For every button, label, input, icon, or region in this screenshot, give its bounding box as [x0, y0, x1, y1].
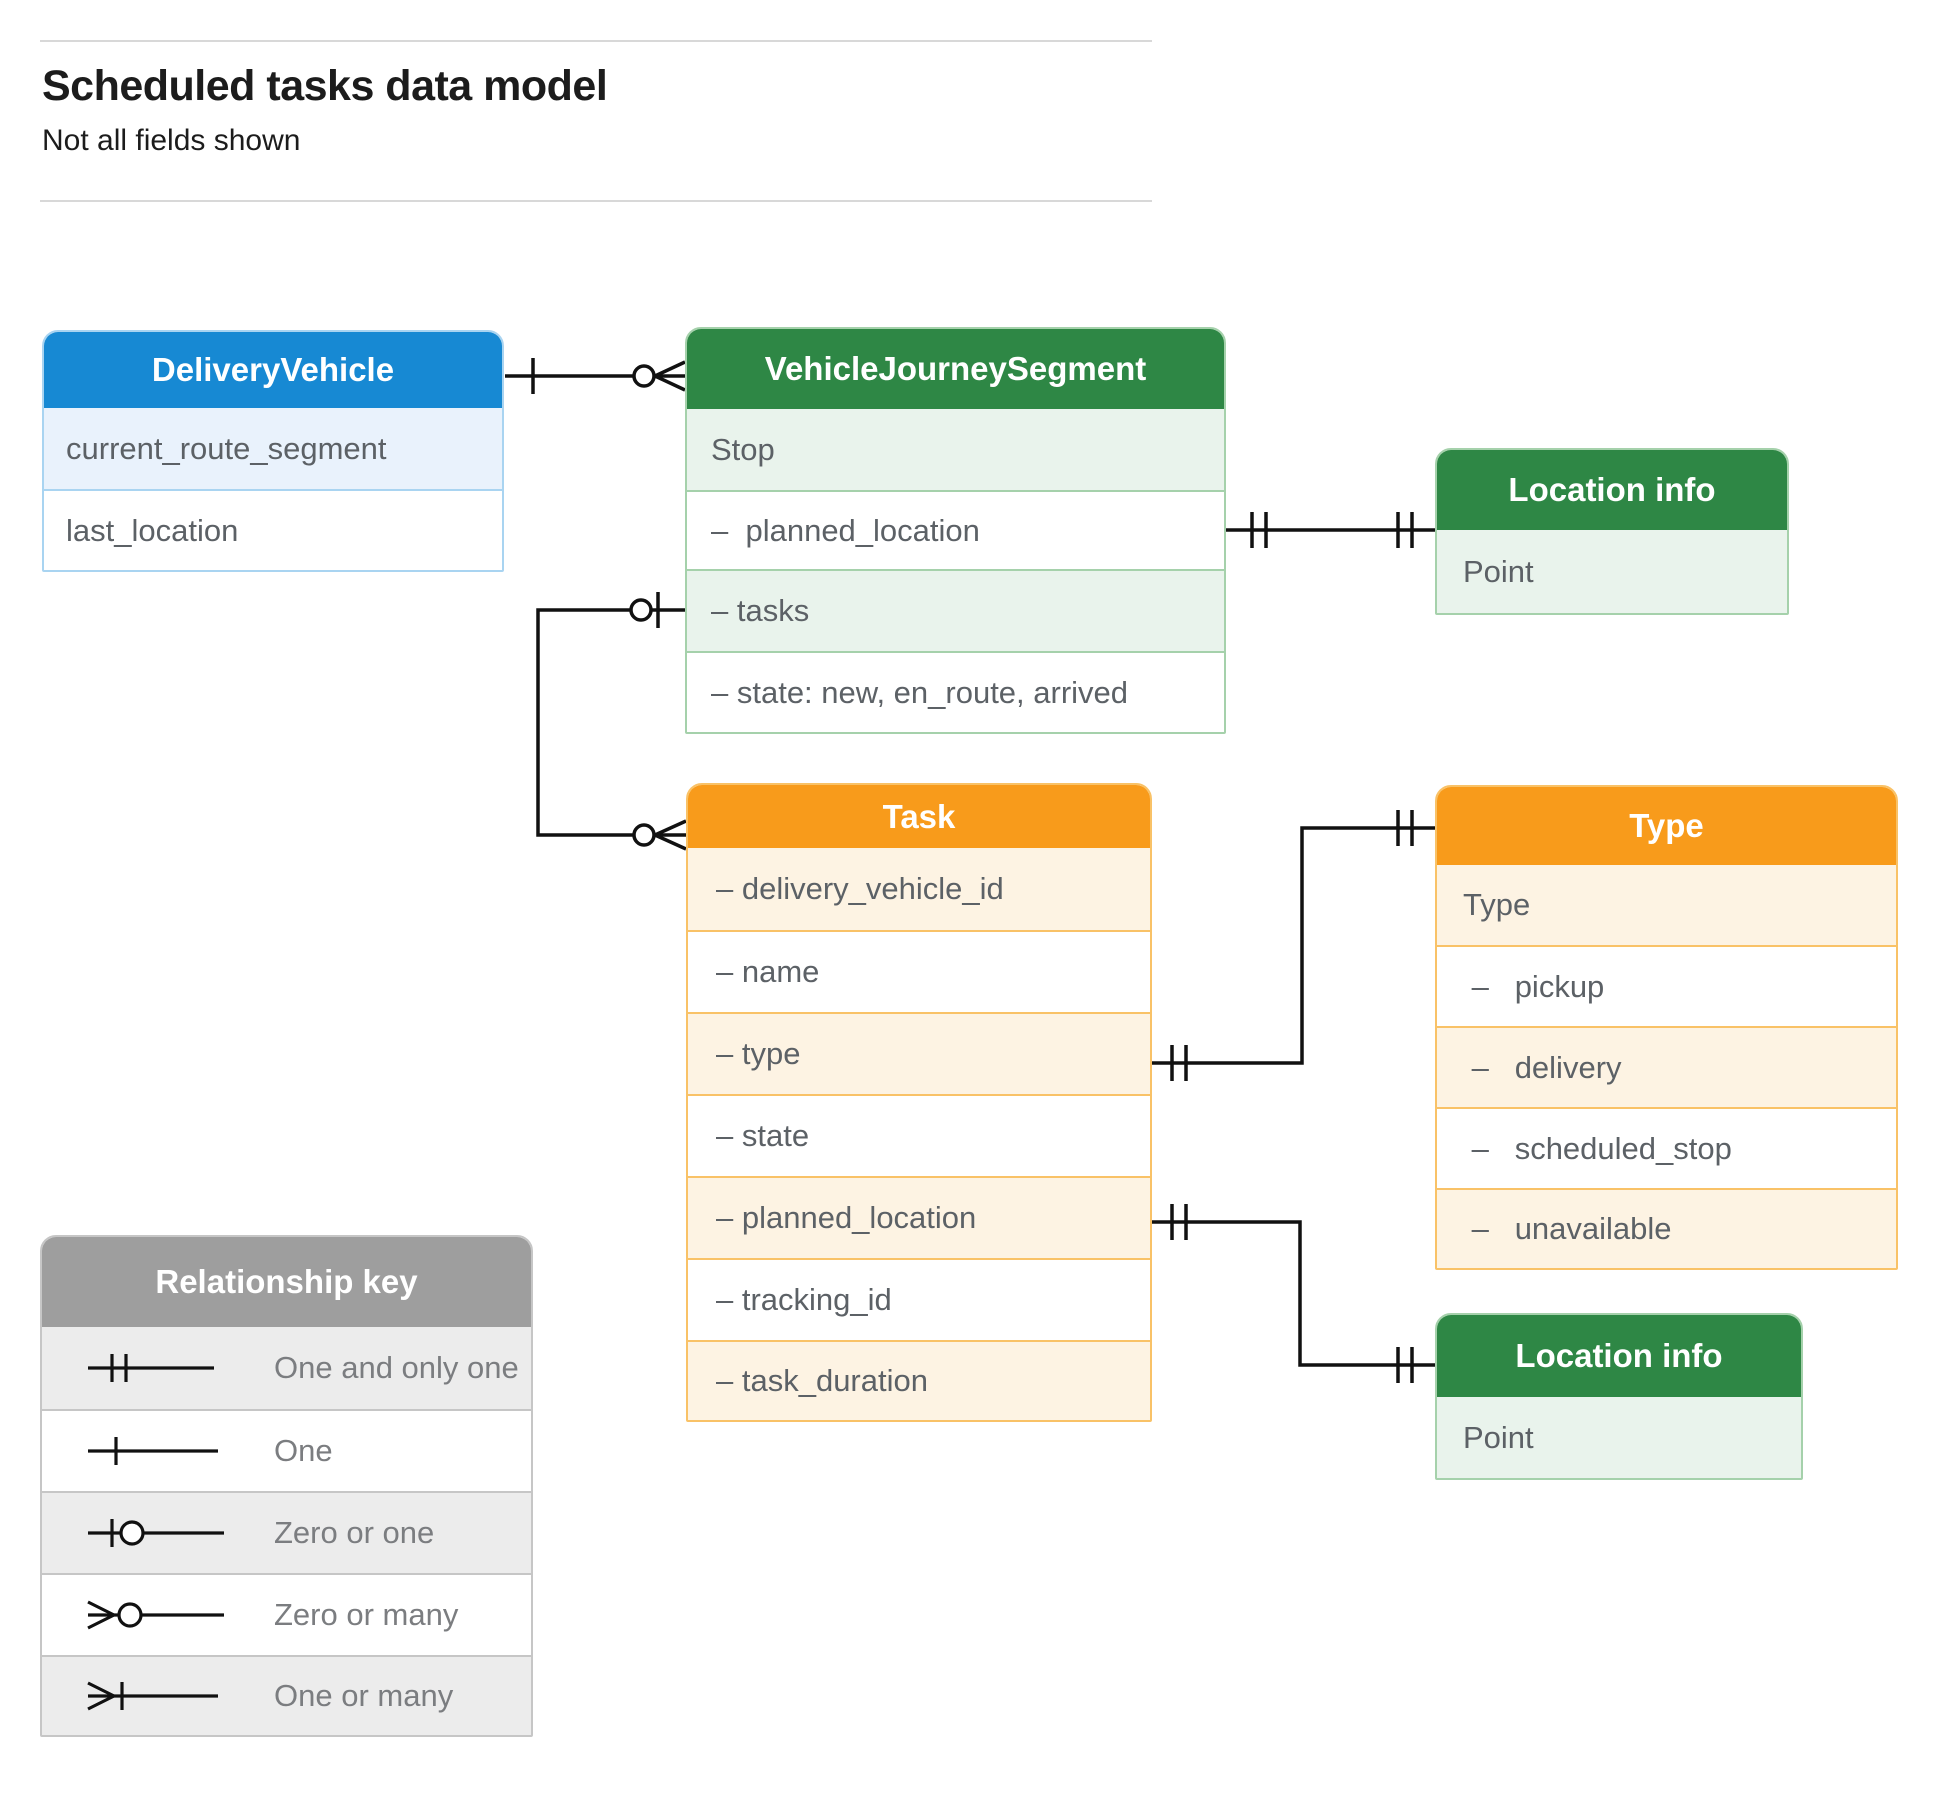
field-label: Point [1463, 1419, 1534, 1455]
legend-label: Zero or many [274, 1597, 459, 1632]
one-and-only-one-ticks [1170, 1204, 1414, 1383]
entity-header-type: Type [1437, 787, 1896, 865]
one-symbol [88, 1437, 218, 1465]
entity-vehicle-journey-segment: VehicleJourneySegment Stop – planned_loc… [685, 327, 1226, 734]
field-row: – task_duration [688, 1340, 1150, 1420]
field-label: – tracking_id [716, 1282, 892, 1317]
field-label: Point [1463, 553, 1534, 589]
legend-item: One or many [42, 1655, 531, 1735]
field-label: – delivery_vehicle_id [716, 871, 1004, 906]
field-label: – unavailable [1463, 1211, 1672, 1246]
field-row: – tasks [687, 569, 1224, 651]
connector-line [536, 608, 686, 837]
legend-header: Relationship key [42, 1237, 531, 1327]
entity-task: Task – delivery_vehicle_id – name – type… [686, 783, 1152, 1422]
entity-header-task: Task [688, 785, 1150, 848]
field-row: – type [688, 1012, 1150, 1094]
legend-item: One [42, 1409, 531, 1491]
connector-tasktype-to-type [1152, 810, 1435, 1081]
entity-header-location-info-top: Location info [1437, 450, 1787, 530]
zero-or-one-symbol [88, 1519, 224, 1547]
page-subtitle: Not all fields shown [42, 124, 301, 157]
legend-label: One or many [274, 1678, 454, 1713]
field-row: – state [688, 1094, 1150, 1176]
entity-delivery-vehicle: DeliveryVehicle current_route_segment la… [42, 330, 504, 572]
entity-title: DeliveryVehicle [151, 351, 395, 388]
entity-header-delivery-vehicle: DeliveryVehicle [44, 332, 502, 408]
legend-item: Zero or many [42, 1573, 531, 1655]
field-label: – delivery [1463, 1049, 1622, 1085]
field-label: – state: new, en_route, arrived [711, 674, 1129, 710]
zero-circle [629, 598, 653, 622]
field-label: last_location [66, 512, 239, 548]
field-row: current_route_segment [44, 408, 502, 489]
field-label: – name [716, 954, 820, 989]
connector-tasks-to-task [536, 592, 687, 851]
field-label: current_route_segment [66, 430, 387, 466]
legend-title: Relationship key [155, 1263, 418, 1300]
field-row: – delivery_vehicle_id [688, 848, 1150, 930]
field-row: – planned_location [687, 490, 1224, 569]
entity-type: Type Type – pickup – delivery – schedule… [1435, 785, 1898, 1270]
field-row: Point [1437, 530, 1787, 613]
legend-label: Zero or one [274, 1515, 435, 1550]
field-row: Stop [687, 409, 1224, 490]
page-title: Scheduled tasks data model [42, 62, 608, 110]
zero-circle [632, 364, 656, 388]
entity-title: VehicleJourneySegment [764, 350, 1147, 387]
one-or-many-symbol [87, 1681, 218, 1711]
field-row: Point [1437, 1397, 1801, 1478]
one-and-only-one-ticks [1250, 512, 1414, 548]
field-label: – planned_location [711, 512, 980, 548]
legend-label: One [274, 1433, 333, 1468]
entity-title: Location info [1508, 471, 1716, 508]
field-label: – tasks [711, 593, 810, 628]
field-row: Type [1437, 865, 1896, 945]
legend-item: One and only one [42, 1327, 531, 1409]
crow-foot [654, 360, 686, 392]
field-label: – scheduled_stop [1463, 1130, 1732, 1166]
field-row: – pickup [1437, 945, 1896, 1026]
connector-plannedlocation-to-locationinfo-top [1226, 512, 1435, 548]
field-label: – state [716, 1118, 810, 1153]
legend-label: One and only one [274, 1350, 519, 1385]
one-and-only-one-symbol [88, 1354, 214, 1382]
field-row: – unavailable [1437, 1188, 1896, 1268]
field-row: last_location [44, 489, 502, 570]
connector-line [1152, 826, 1435, 1065]
top-rule [40, 40, 1152, 42]
field-label: – planned_location [716, 1200, 977, 1235]
connector-taskplannedlocation-to-locationinfo-bottom [1152, 1204, 1435, 1383]
header-bottom-rule [40, 200, 1152, 202]
entity-header-vehicle-journey-segment: VehicleJourneySegment [687, 329, 1224, 409]
entity-header-location-info-bottom: Location info [1437, 1315, 1801, 1397]
entity-title: Task [882, 797, 956, 835]
field-label: – task_duration [716, 1363, 928, 1398]
field-row: – delivery [1437, 1026, 1896, 1107]
field-row: – state: new, en_route, arrived [687, 651, 1224, 732]
field-row: – scheduled_stop [1437, 1107, 1896, 1188]
entity-location-info-top: Location info Point [1435, 448, 1789, 615]
legend-item: Zero or one [42, 1491, 531, 1573]
crow-foot [654, 819, 687, 851]
field-row: – planned_location [688, 1176, 1150, 1258]
field-row: – tracking_id [688, 1258, 1150, 1340]
entity-title: Type [1629, 807, 1704, 844]
field-label: Stop [711, 431, 775, 467]
field-label: – type [716, 1036, 801, 1071]
entity-location-info-bottom: Location info Point [1435, 1313, 1803, 1480]
zero-circle [632, 823, 656, 847]
field-label: – pickup [1463, 968, 1605, 1004]
connector-line [1152, 1220, 1435, 1367]
field-row: – name [688, 930, 1150, 1012]
connector-deliveryvehicle-to-vehiclejourneysegment [505, 358, 686, 394]
zero-or-many-symbol [87, 1600, 224, 1630]
one-and-only-one-ticks [1170, 810, 1414, 1081]
entity-title: Location info [1515, 1337, 1723, 1374]
legend-relationship-key: Relationship key One and only one One Ze… [40, 1235, 533, 1737]
field-label: Type [1463, 887, 1531, 922]
